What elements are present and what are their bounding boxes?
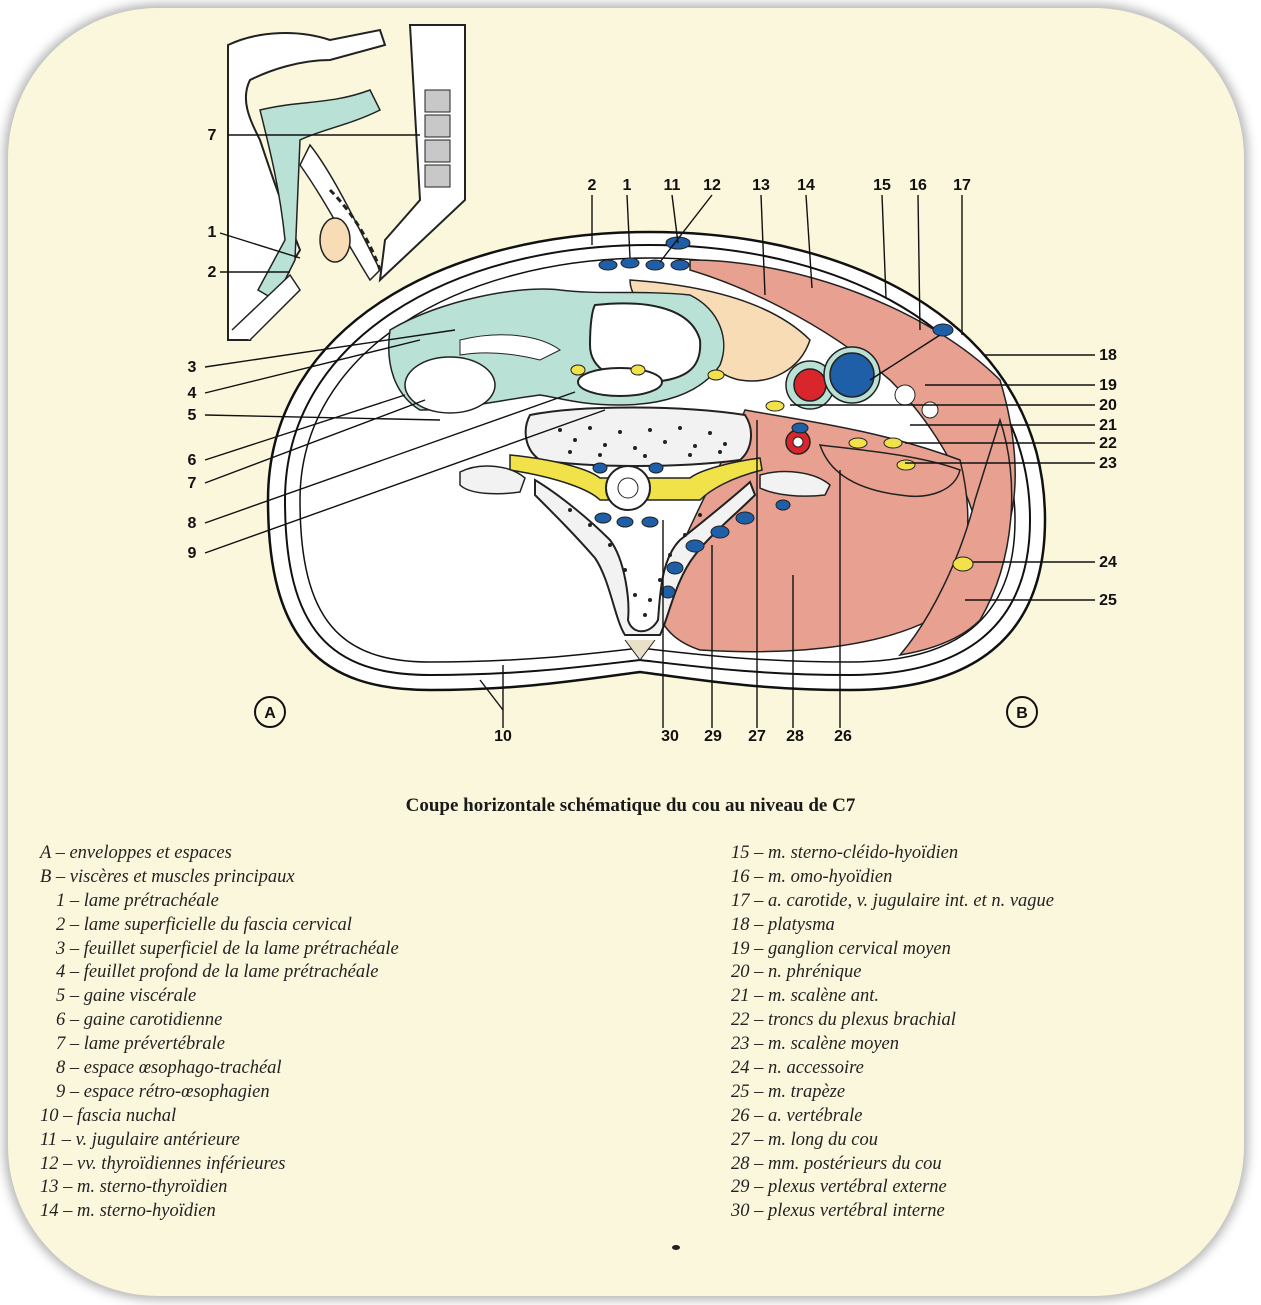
label-bottom-10: 10 (494, 728, 512, 745)
label-left-7: 7 (188, 475, 197, 492)
label-bottom-29: 29 (704, 728, 722, 745)
label-right-21: 21 (1099, 417, 1117, 434)
label-bottom-26: 26 (834, 728, 852, 745)
legend-item: 8 – espace œsophago-trachéal (40, 1057, 399, 1081)
legend-item: 16 – m. omo-hyoïdien (731, 866, 1054, 890)
label-top-13: 13 (752, 177, 770, 194)
label-right-18: 18 (1099, 347, 1117, 364)
label-right-23: 23 (1099, 455, 1117, 472)
legend-item: 10 – fascia nuchal (40, 1105, 399, 1129)
legend-right: 15 – m. sterno-cléido-hyoïdien 16 – m. o… (731, 842, 1054, 1224)
neck-cross-section-figure: A B 7 1 2 2 1 11 12 13 14 15 16 17 3 4 5… (0, 0, 1261, 780)
legend-left: A – enveloppes et espaces B – viscères e… (40, 842, 399, 1224)
label-right-25: 25 (1099, 592, 1117, 609)
legend-item: 28 – mm. postérieurs du cou (731, 1153, 1054, 1177)
legend-item: 22 – troncs du plexus brachial (731, 1009, 1054, 1033)
label-top-14: 14 (797, 177, 815, 194)
figure-title: Coupe horizontale schématique du cou au … (0, 795, 1261, 817)
panel-label-a: A (264, 705, 276, 722)
legend-item: B – viscères et muscles principaux (40, 866, 399, 890)
legend-item: 26 – a. vertébrale (731, 1105, 1054, 1129)
ink-mark (672, 1245, 680, 1250)
label-top-2: 2 (588, 177, 597, 194)
legend-item: 20 – n. phrénique (731, 961, 1054, 985)
legend-item: A – enveloppes et espaces (40, 842, 399, 866)
legend-item: 6 – gaine carotidienne (40, 1009, 399, 1033)
legend-item: 12 – vv. thyroïdiennes inférieures (40, 1153, 399, 1177)
label-left-8: 8 (188, 515, 197, 532)
legend-item: 13 – m. sterno-thyroïdien (40, 1176, 399, 1200)
legend-item: 24 – n. accessoire (731, 1057, 1054, 1081)
label-bottom-30: 30 (661, 728, 679, 745)
legend-item: 9 – espace rétro-œsophagien (40, 1081, 399, 1105)
panel-label-b: B (1016, 705, 1028, 722)
label-bottom-28: 28 (786, 728, 804, 745)
legend-item: 14 – m. sterno-hyoïdien (40, 1200, 399, 1224)
legend-item: 25 – m. trapèze (731, 1081, 1054, 1105)
legend-item: 1 – lame prétrachéale (40, 890, 399, 914)
label-right-22: 22 (1099, 435, 1117, 452)
label-left-6: 6 (188, 452, 197, 469)
label-top-12: 12 (703, 177, 721, 194)
label-right-20: 20 (1099, 397, 1117, 414)
legend-item: 27 – m. long du cou (731, 1129, 1054, 1153)
label-left-9: 9 (188, 545, 197, 562)
legend-item: 30 – plexus vertébral interne (731, 1200, 1054, 1224)
legend-item: 4 – feuillet profond de la lame prétrach… (40, 961, 399, 985)
legend-item: 15 – m. sterno-cléido-hyoïdien (731, 842, 1054, 866)
label-sag-1: 1 (208, 224, 217, 241)
label-bottom-27: 27 (748, 728, 766, 745)
legend-item: 21 – m. scalène ant. (731, 985, 1054, 1009)
legend-item: 19 – ganglion cervical moyen (731, 938, 1054, 962)
legend-item: 23 – m. scalène moyen (731, 1033, 1054, 1057)
label-top-17: 17 (953, 177, 971, 194)
label-right-19: 19 (1099, 377, 1117, 394)
label-top-1: 1 (623, 177, 632, 194)
legend-item: 5 – gaine viscérale (40, 985, 399, 1009)
label-sag-7: 7 (208, 127, 217, 144)
label-left-5: 5 (188, 407, 197, 424)
label-left-4: 4 (188, 385, 197, 402)
transverse-section (268, 232, 1045, 690)
label-top-16: 16 (909, 177, 927, 194)
legend-item: 29 – plexus vertébral externe (731, 1176, 1054, 1200)
legend-item: 7 – lame prévertébrale (40, 1033, 399, 1057)
label-sag-2: 2 (208, 264, 217, 281)
legend-item: 18 – platysma (731, 914, 1054, 938)
label-top-11: 11 (664, 177, 681, 194)
legend-item: 11 – v. jugulaire antérieure (40, 1129, 399, 1153)
label-right-24: 24 (1099, 554, 1117, 571)
legend-item: 3 – feuillet superficiel de la lame prét… (40, 938, 399, 962)
label-top-15: 15 (873, 177, 891, 194)
legend-item: 2 – lame superficielle du fascia cervica… (40, 914, 399, 938)
label-left-3: 3 (188, 359, 197, 376)
legend-item: 17 – a. carotide, v. jugulaire int. et n… (731, 890, 1054, 914)
